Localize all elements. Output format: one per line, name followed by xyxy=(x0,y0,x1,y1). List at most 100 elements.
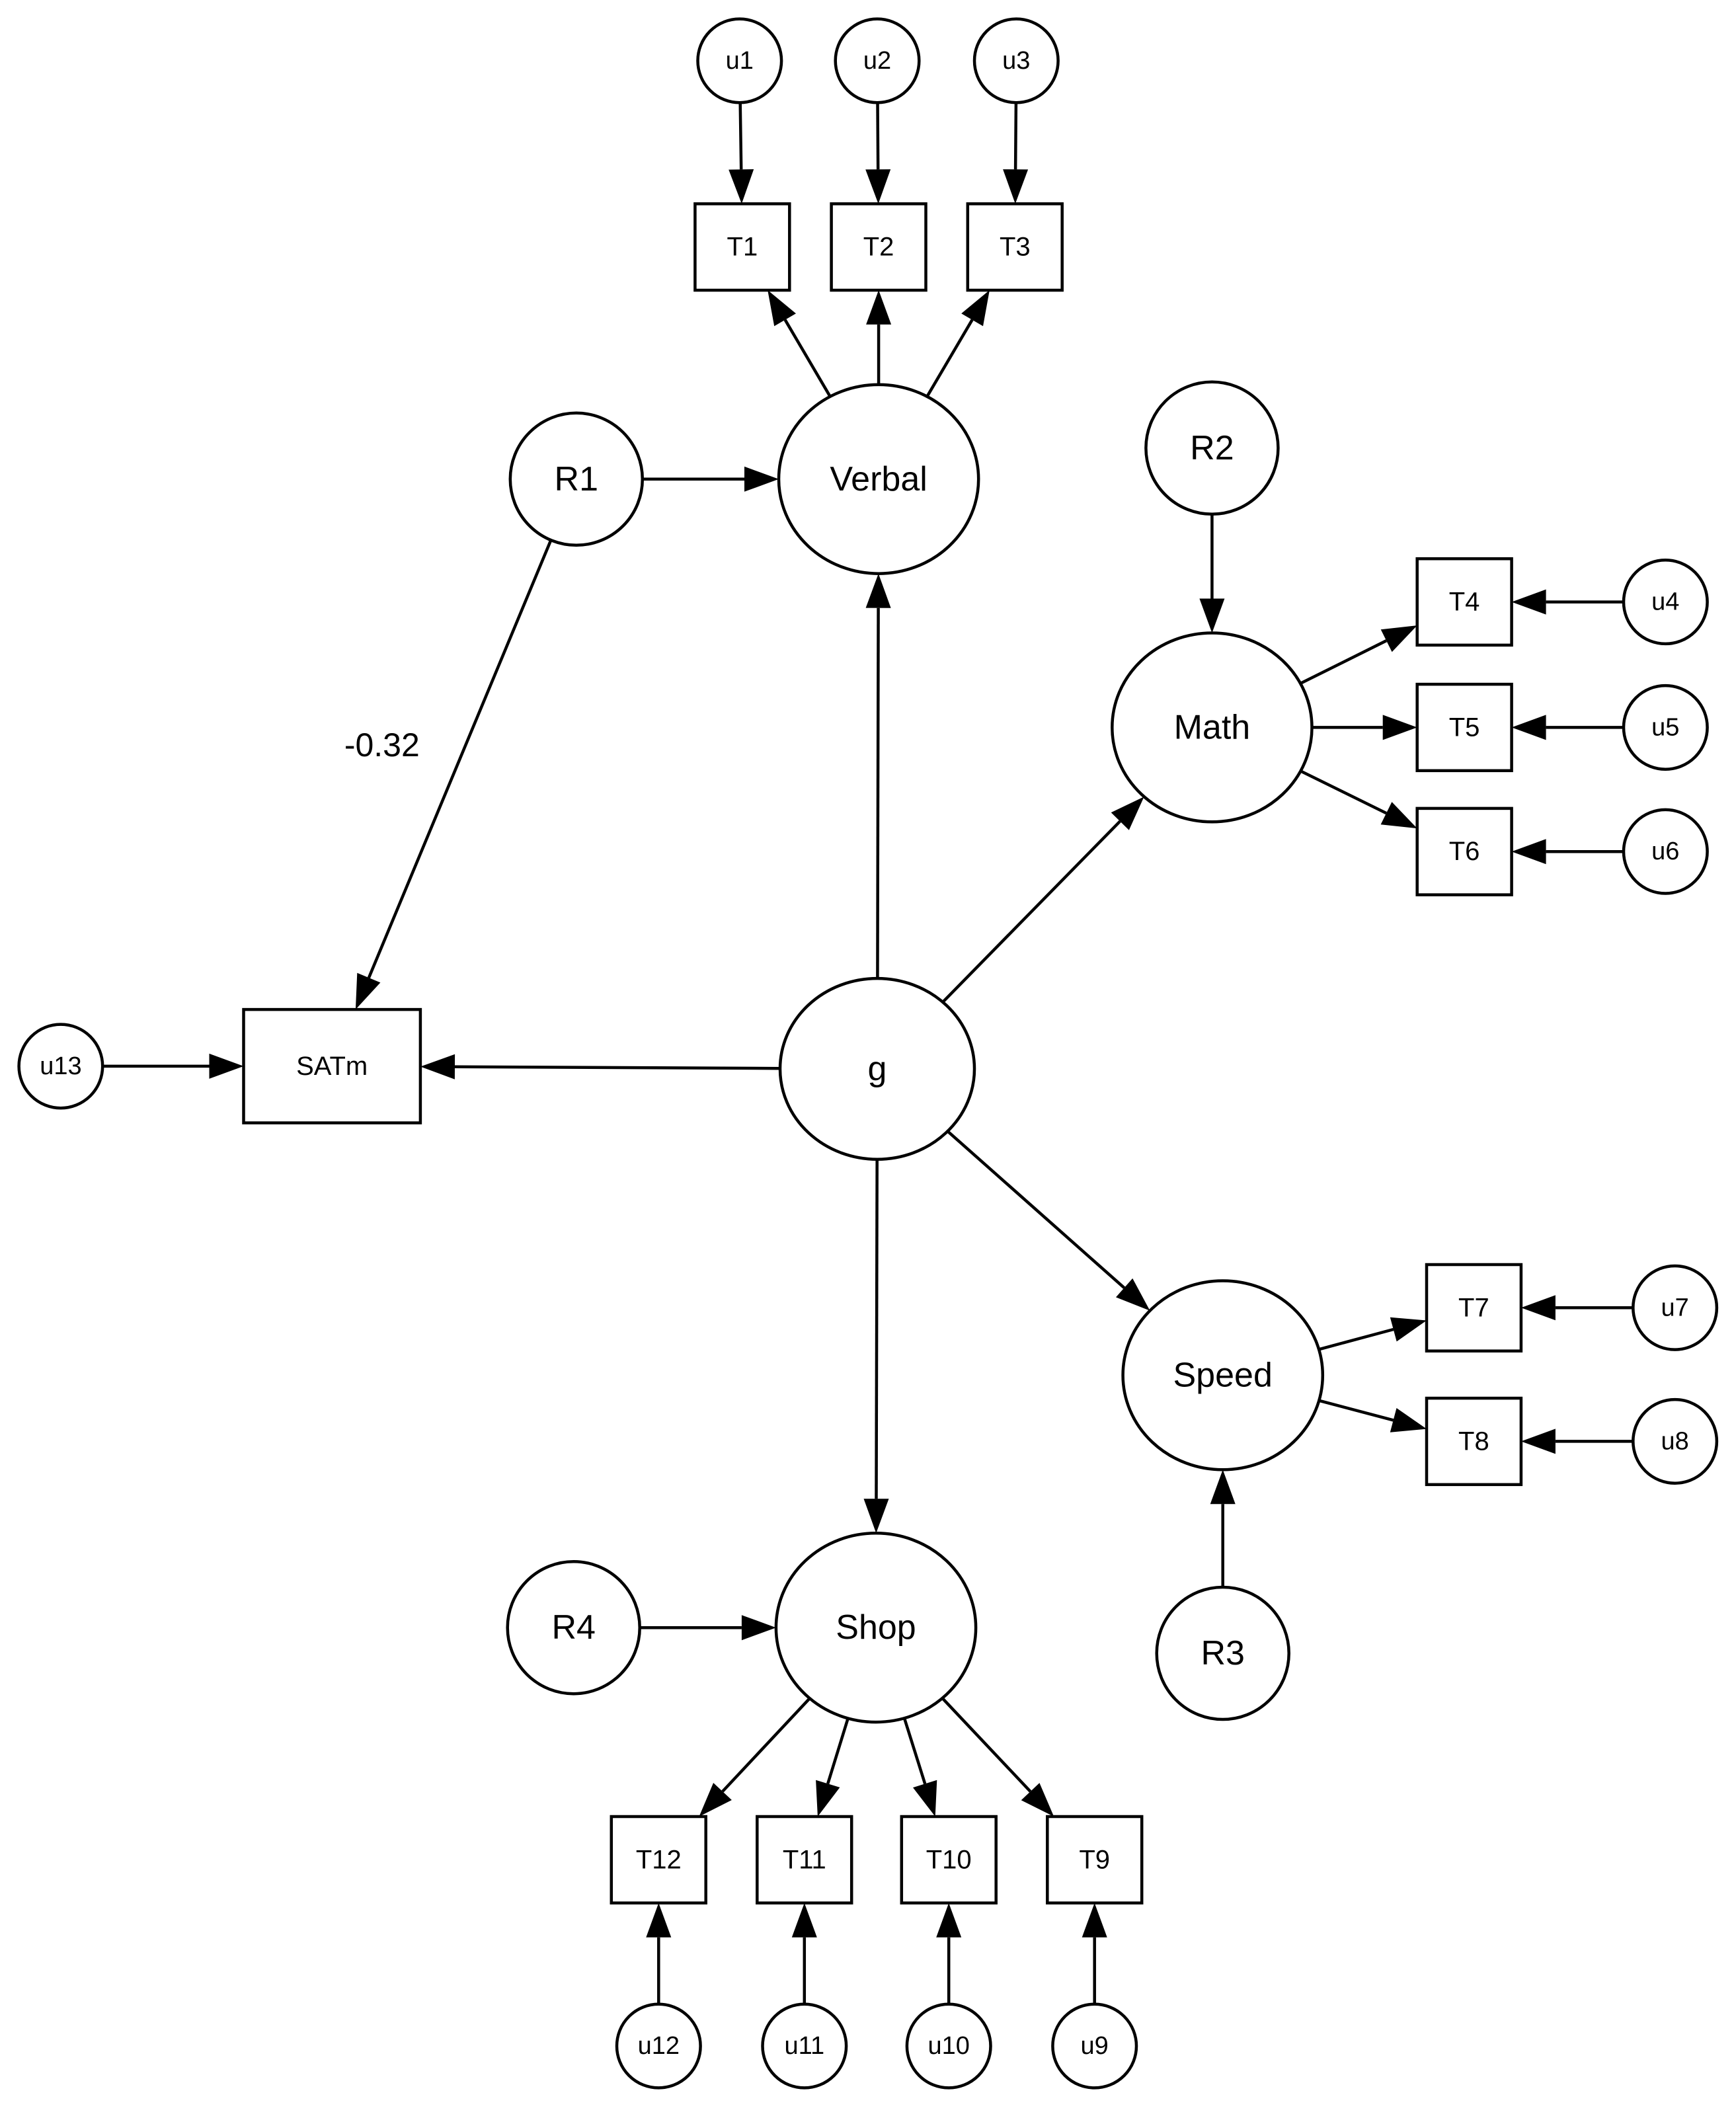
error-circle xyxy=(905,2002,992,2090)
arrowhead xyxy=(1382,715,1417,740)
node-label: T2 xyxy=(863,233,894,262)
arrowhead xyxy=(816,1780,840,1817)
latent-ellipse xyxy=(778,976,976,1161)
edge-line xyxy=(1013,102,1018,170)
edge-u4-to-T4 xyxy=(1511,589,1624,615)
node-label: R2 xyxy=(1190,429,1234,467)
edge-u3-to-T3 xyxy=(1003,102,1029,204)
arrowhead xyxy=(209,1053,244,1079)
edge-R1-to-Verbal xyxy=(642,466,779,492)
edge-Shop-to-T9 xyxy=(941,1697,1054,1817)
arrowhead xyxy=(1003,169,1029,204)
observed-box xyxy=(1425,1396,1523,1487)
observed-box xyxy=(1415,806,1513,896)
arrowhead xyxy=(1210,1470,1236,1505)
error-circle xyxy=(1632,1264,1719,1351)
edge-line xyxy=(1300,639,1388,685)
node-u2: u2 xyxy=(834,17,921,104)
edge-Shop-to-T12 xyxy=(699,1697,811,1817)
arrowhead xyxy=(936,1902,962,1938)
node-u12: u12 xyxy=(615,2002,702,2090)
edge-u6-to-T6 xyxy=(1511,839,1624,865)
node-label: R1 xyxy=(555,460,598,498)
arrowhead xyxy=(866,290,892,325)
arrowhead xyxy=(1199,598,1225,633)
arrowhead xyxy=(768,290,796,327)
arrowhead xyxy=(1511,839,1546,865)
arrowhead xyxy=(961,290,990,327)
edge-Verbal-to-T3 xyxy=(926,290,990,397)
node-label: T3 xyxy=(1000,233,1031,262)
edge-u1-to-T1 xyxy=(729,102,754,204)
node-label: T1 xyxy=(727,233,758,262)
edge-g-to-Math xyxy=(941,797,1144,1003)
error-circle xyxy=(615,2002,702,2090)
node-label: Math xyxy=(1174,708,1251,746)
edge-coefficient-label: -0.32 xyxy=(344,726,420,764)
edge-line xyxy=(941,1697,1032,1793)
edge-Speed-to-T7 xyxy=(1318,1317,1427,1351)
edge-u10-to-T10 xyxy=(936,1902,962,2004)
edge-line xyxy=(1300,769,1387,815)
residual-circle xyxy=(508,411,645,547)
node-label: Verbal xyxy=(830,460,927,498)
arrowhead xyxy=(1380,625,1417,652)
error-circle xyxy=(1051,2002,1138,2090)
node-u6: u6 xyxy=(1622,808,1709,895)
arrowhead xyxy=(865,169,891,204)
edge-line xyxy=(783,319,832,397)
observed-box xyxy=(900,1815,998,1904)
edge-line xyxy=(902,1717,927,1785)
node-label: u13 xyxy=(40,1052,81,1080)
edge-g-to-SATm xyxy=(420,1054,781,1079)
node-label: T11 xyxy=(783,1845,826,1874)
edge-u11-to-T11 xyxy=(791,1902,817,2004)
node-t8: T8 xyxy=(1425,1396,1523,1487)
arrowhead xyxy=(863,1499,889,1534)
node-verbal: Verbal xyxy=(777,383,980,575)
node-label: R3 xyxy=(1201,1634,1244,1672)
node-u1: u1 xyxy=(696,17,783,104)
node-r3: R3 xyxy=(1155,1585,1290,1721)
arrowhead xyxy=(1511,589,1546,615)
node-t6: T6 xyxy=(1415,806,1513,896)
node-t11: T11 xyxy=(756,1815,853,1904)
node-label: T8 xyxy=(1458,1427,1489,1456)
node-t5: T5 xyxy=(1415,682,1513,773)
edge-R1-to-SATm: -0.32 xyxy=(344,539,553,1010)
node-g: g xyxy=(778,976,976,1161)
arrowhead xyxy=(355,972,381,1010)
observed-box xyxy=(1415,682,1513,773)
latent-ellipse xyxy=(774,1532,978,1724)
arrowhead xyxy=(1116,1278,1150,1311)
edge-line xyxy=(941,820,1121,1003)
edge-u7-to-T7 xyxy=(1520,1295,1634,1321)
edges-layer: -0.32 xyxy=(102,102,1634,2004)
node-label: u3 xyxy=(1002,47,1030,75)
edge-line xyxy=(947,1130,1126,1289)
node-r4: R4 xyxy=(506,1559,641,1696)
edge-u12-to-T12 xyxy=(646,1902,672,2004)
error-circle xyxy=(761,2002,848,2090)
arrowhead xyxy=(1390,1408,1427,1432)
node-label: T4 xyxy=(1449,588,1480,617)
node-label: u10 xyxy=(927,2032,969,2060)
arrowhead xyxy=(913,1780,937,1817)
edge-line xyxy=(721,1697,811,1793)
edge-u8-to-T8 xyxy=(1520,1429,1634,1454)
latent-ellipse xyxy=(1121,1279,1325,1471)
edge-Shop-to-T10 xyxy=(902,1717,937,1817)
node-label: SATm xyxy=(296,1052,368,1081)
observed-box xyxy=(830,202,927,292)
node-label: R4 xyxy=(551,1608,595,1647)
node-math: Math xyxy=(1111,631,1314,824)
node-label: u6 xyxy=(1651,838,1679,865)
observed-box xyxy=(756,1815,853,1904)
node-u9: u9 xyxy=(1051,2002,1138,2090)
node-label: Speed xyxy=(1173,1356,1273,1394)
edge-line xyxy=(738,102,743,170)
node-label: u5 xyxy=(1651,713,1679,741)
node-label: u11 xyxy=(785,2032,825,2060)
arrowhead xyxy=(646,1902,672,1938)
node-shop: Shop xyxy=(774,1532,978,1724)
